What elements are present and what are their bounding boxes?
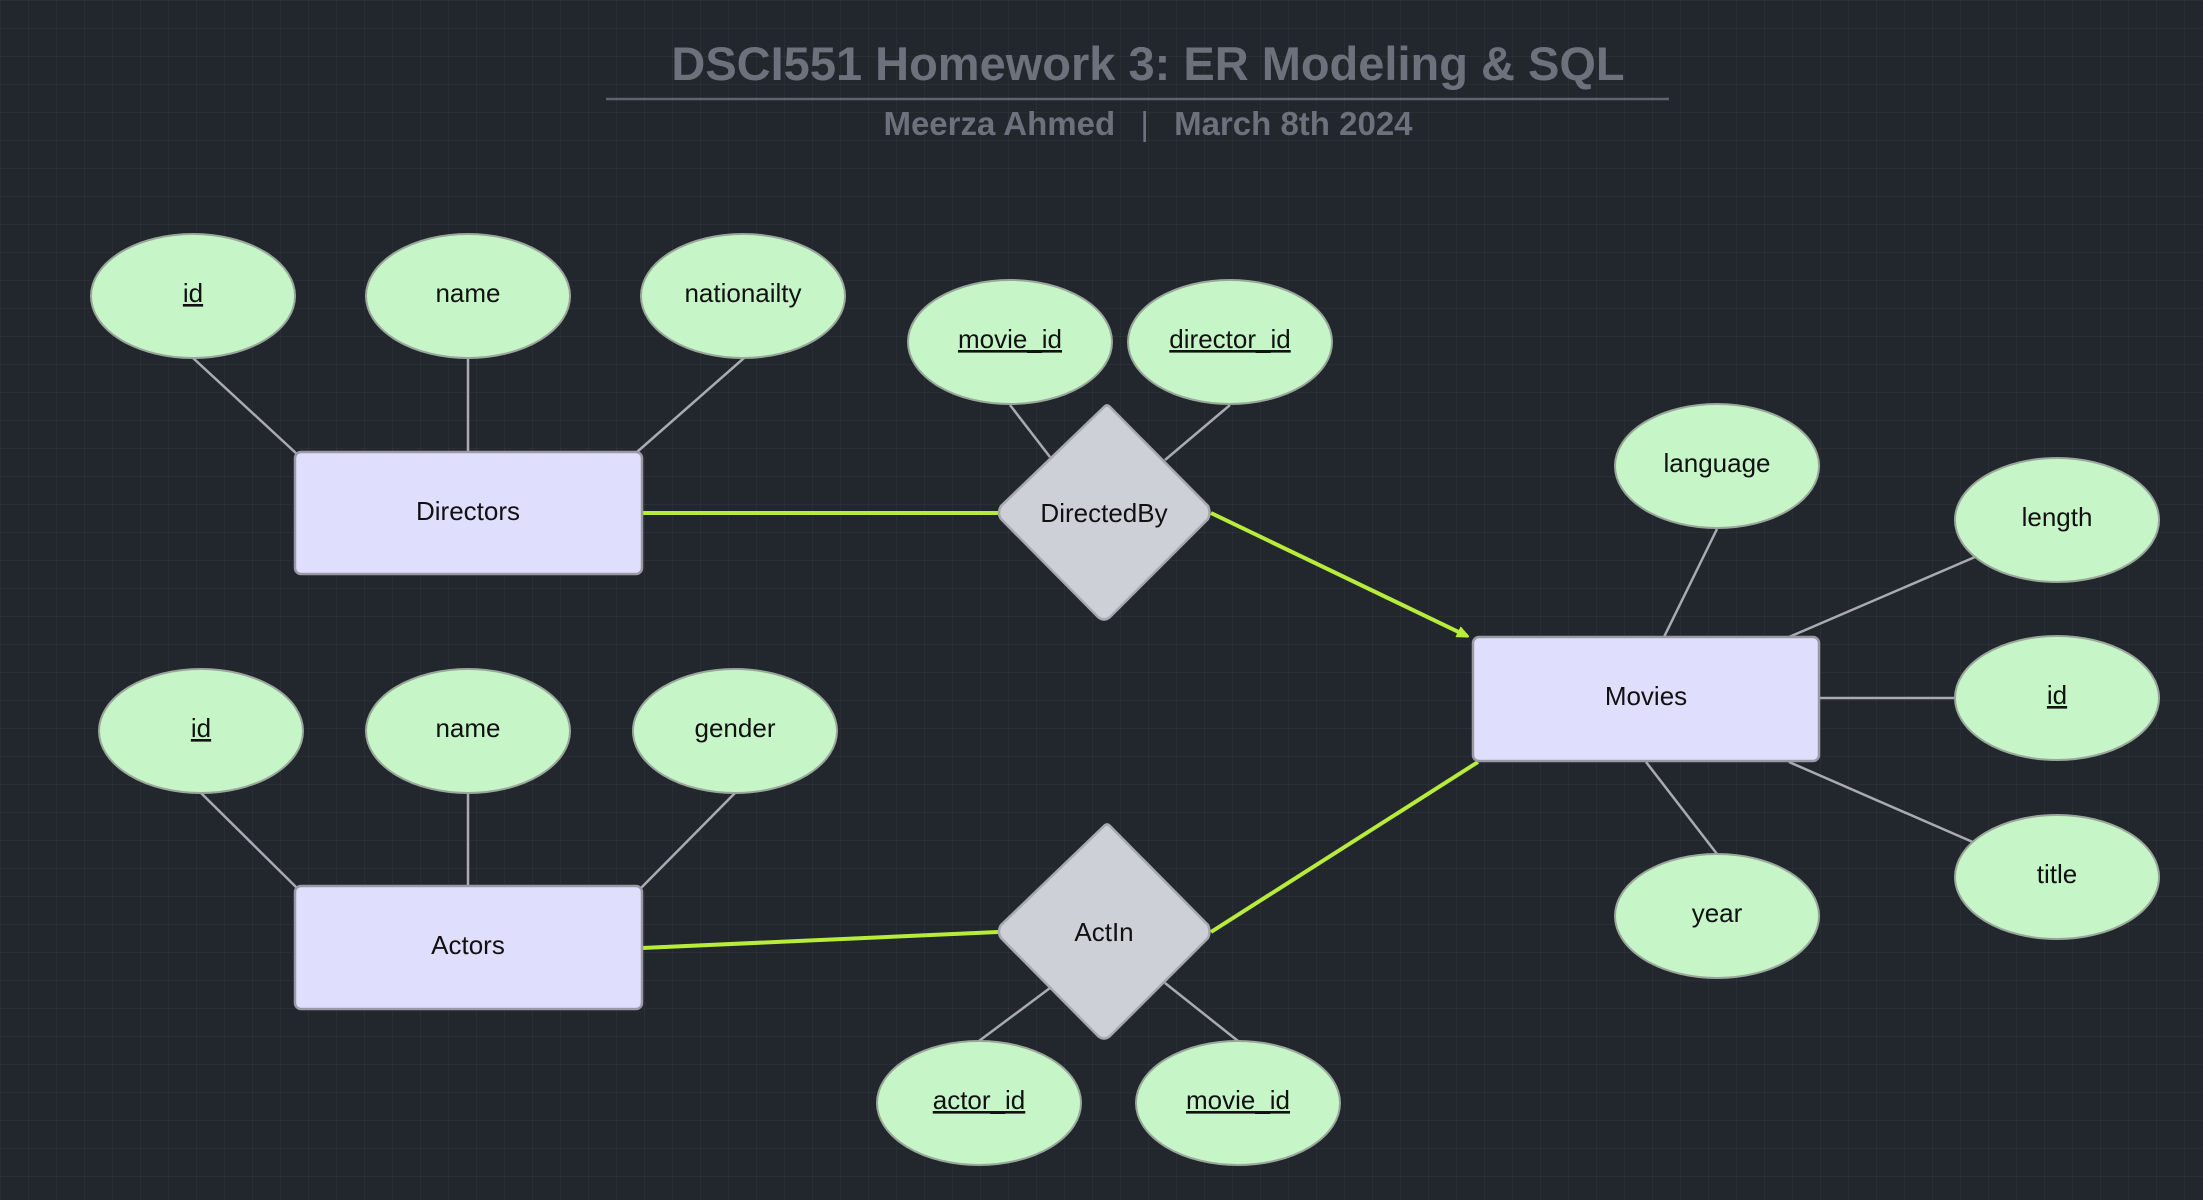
page-title: DSCI551 Homework 3: ER Modeling & SQL: [671, 37, 1624, 90]
attribute-directors-name-label: name: [435, 278, 500, 308]
line-directedby-movies-arrow: [1210, 511, 1467, 638]
attribute-connectors: [192, 357, 1976, 1043]
attribute-actin-movie-id-label: movie_id: [1186, 1085, 1290, 1115]
attribute-movies-title[interactable]: title: [1954, 814, 2160, 940]
attribute-movies-year-shape: [1614, 853, 1820, 979]
attribute-movies-language-shape: [1614, 403, 1820, 529]
entity-movies-box: [1471, 635, 1821, 763]
attribute-directors-id-label: id: [183, 278, 203, 308]
attribute-actors-gender-label: gender: [695, 713, 776, 743]
attribute-directedby-director-id-label: director_id: [1169, 324, 1290, 354]
attribute-directedby-director-id[interactable]: director_id: [1127, 279, 1333, 405]
attribute-movies-id[interactable]: id: [1954, 635, 2160, 761]
attribute-directedby-movie-id-shape: [907, 279, 1113, 405]
attribute-movies-year-label: year: [1692, 898, 1743, 928]
attribute-actors-gender[interactable]: gender: [632, 668, 838, 794]
entity-directors-box: [293, 450, 644, 576]
attribute-actors-name[interactable]: name: [365, 668, 571, 794]
connector-movies-length: [1788, 555, 1976, 639]
author-name: Meerza Ahmed: [883, 105, 1115, 142]
attribute-directors-nationality-shape: [640, 233, 846, 359]
attribute-movies-language-label: language: [1664, 448, 1771, 478]
line-actin-movies: [1209, 760, 1480, 934]
relationship-actin-diamond: [997, 823, 1211, 1040]
connector-actors-gender: [639, 792, 736, 890]
attribute-actors-id-shape: [98, 668, 304, 794]
connector-movies-title: [1788, 760, 1976, 845]
attribute-directors-name[interactable]: name: [365, 233, 571, 359]
connector-movies-year: [1645, 761, 1718, 855]
attribute-movies-length-label: length: [2022, 502, 2093, 532]
subtitle: Meerza Ahmed | March 8th 2024: [883, 105, 1413, 142]
attribute-directedby-movie-id[interactable]: movie_id: [907, 279, 1113, 405]
entity-actors-label: Actors: [431, 930, 505, 960]
connector-actors-id: [200, 792, 299, 890]
subtitle-separator: |: [1140, 105, 1149, 142]
line-actors-actin: [641, 930, 999, 950]
entity-directors[interactable]: Directors: [293, 450, 644, 576]
attribute-directedby-movie-id-label: movie_id: [958, 324, 1062, 354]
relationship-directedby-diamond: [997, 404, 1211, 621]
entity-actors[interactable]: Actors: [293, 884, 644, 1011]
entity-movies[interactable]: Movies: [1471, 635, 1821, 763]
header: DSCI551 Homework 3: ER Modeling & SQL Me…: [606, 37, 1669, 142]
attribute-movies-year[interactable]: year: [1614, 853, 1820, 979]
connector-actin-actor-id: [978, 986, 1051, 1043]
attribute-movies-title-label: title: [2037, 859, 2077, 889]
connector-directedby-movie-id: [1009, 404, 1051, 458]
attribute-actin-actor-id-label: actor_id: [933, 1085, 1026, 1115]
connector-directedby-director-id: [1164, 404, 1231, 461]
attribute-actors-id[interactable]: id: [98, 668, 304, 794]
attribute-directors-nationality-label: nationailty: [684, 278, 801, 308]
entity-movies-label: Movies: [1605, 681, 1687, 711]
subtitle-date: March 8th 2024: [1174, 105, 1413, 142]
entity-actors-box: [293, 884, 644, 1011]
connector-directors-id: [192, 357, 299, 456]
attribute-actors-gender-shape: [632, 668, 838, 794]
attribute-movies-language[interactable]: language: [1614, 403, 1820, 529]
attribute-actin-movie-id[interactable]: movie_id: [1135, 1040, 1341, 1166]
relationship-actin-label: ActIn: [1074, 917, 1133, 947]
attribute-directors-id-shape: [90, 233, 296, 359]
relationship-directedby[interactable]: DirectedBy: [997, 404, 1211, 621]
attribute-movies-id-label: id: [2047, 680, 2067, 710]
attribute-actors-id-label: id: [191, 713, 211, 743]
attribute-movies-length[interactable]: length: [1954, 457, 2160, 583]
relationship-actin[interactable]: ActIn: [997, 823, 1211, 1040]
attribute-directors-name-shape: [365, 233, 571, 359]
connector-movies-language: [1662, 528, 1719, 638]
attribute-actors-name-shape: [365, 668, 571, 794]
attribute-actors-name-label: name: [435, 713, 500, 743]
entity-directors-label: Directors: [416, 496, 520, 526]
connector-directors-nationality: [636, 357, 745, 453]
attribute-movies-id-shape: [1954, 635, 2160, 761]
attribute-movies-length-shape: [1954, 457, 2160, 583]
attribute-actin-actor-id[interactable]: actor_id: [876, 1040, 1082, 1166]
attribute-actin-actor-id-shape: [876, 1040, 1082, 1166]
attribute-directors-id[interactable]: id: [90, 233, 296, 359]
attribute-actin-movie-id-shape: [1135, 1040, 1341, 1166]
attribute-directedby-director-id-shape: [1127, 279, 1333, 405]
relationship-connectors: [641, 511, 1480, 950]
relationship-directedby-label: DirectedBy: [1040, 498, 1167, 528]
attribute-movies-title-shape: [1954, 814, 2160, 940]
attribute-directors-nationality[interactable]: nationailty: [640, 233, 846, 359]
connector-actin-movie-id: [1164, 982, 1239, 1042]
